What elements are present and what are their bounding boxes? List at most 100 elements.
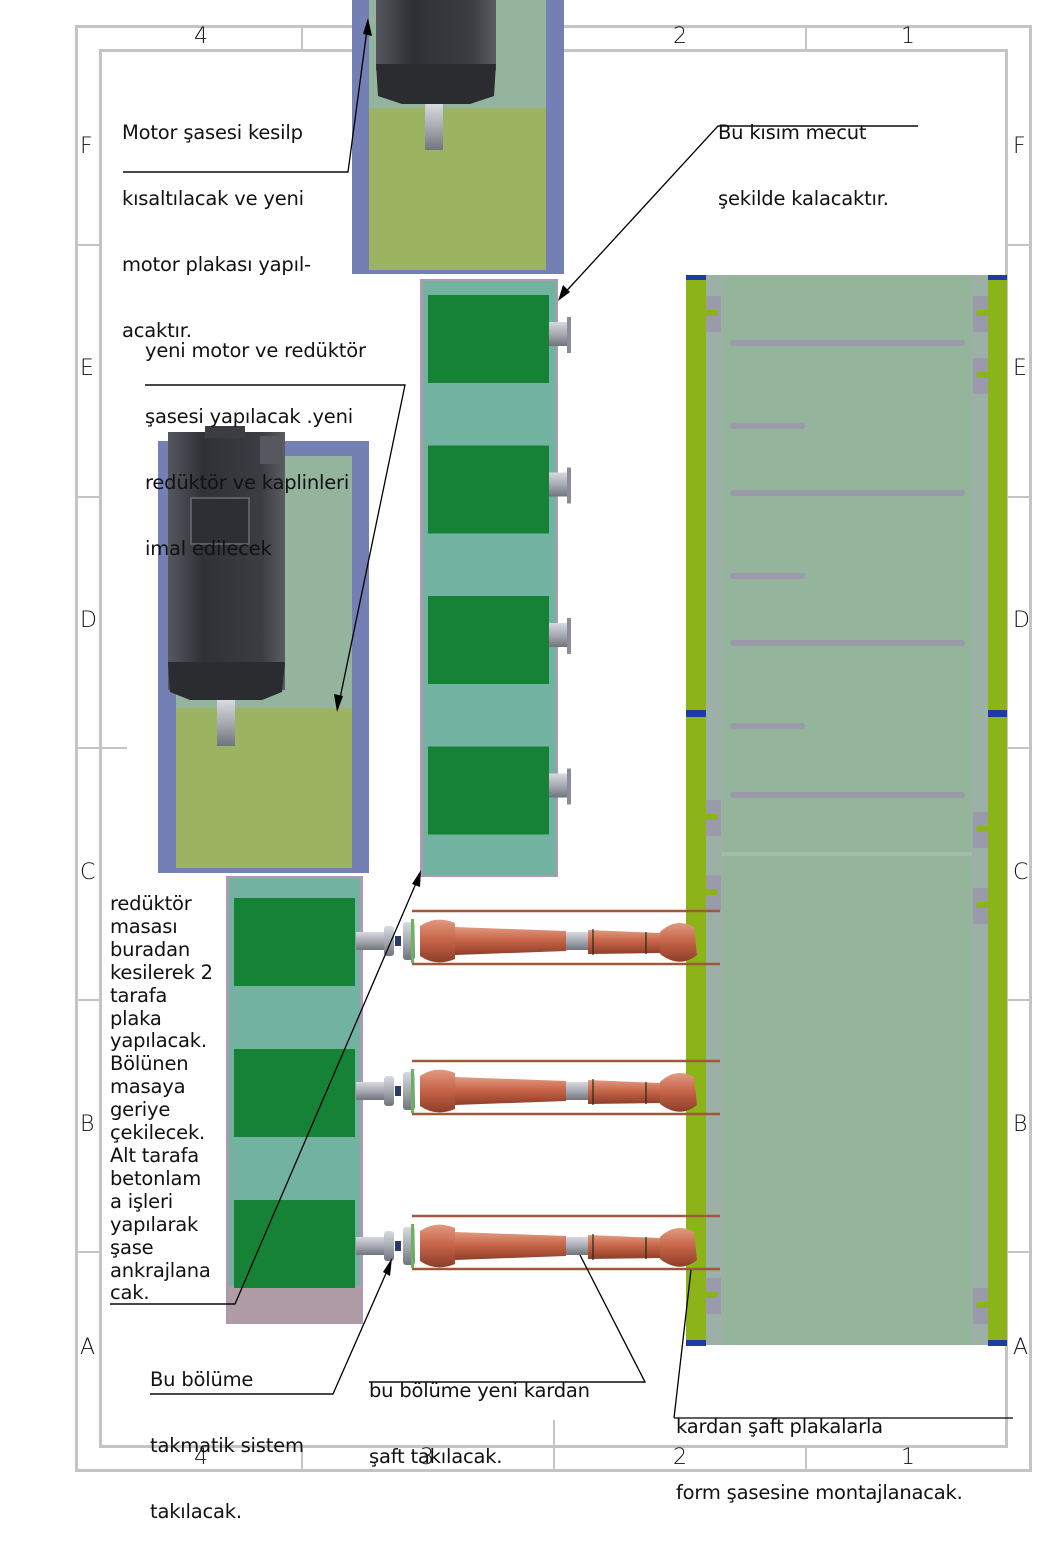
note-underlines xyxy=(110,125,918,1395)
form-frame xyxy=(686,275,1007,1346)
motor-plate xyxy=(369,108,546,270)
note-takmatik: Bu bölüme takmatik sistem takılacak. xyxy=(150,1325,304,1545)
universal-joint xyxy=(420,1224,455,1268)
rail-cap xyxy=(686,1340,706,1346)
note-line: şasesi yapılacak .yeni xyxy=(145,405,353,428)
zone-col-label: 2 xyxy=(673,24,687,49)
clamp-pin xyxy=(704,1292,718,1298)
reducer-output-shaft xyxy=(356,1237,388,1255)
note-line: Bölünen xyxy=(110,1052,189,1076)
arrowhead xyxy=(383,1258,392,1276)
shaft-tube xyxy=(455,1077,566,1105)
output-shaft-stub xyxy=(549,472,569,497)
reducer-block xyxy=(428,445,549,534)
note-line: geriye xyxy=(110,1098,171,1122)
shaft-tube xyxy=(455,927,566,955)
takmatik-ring xyxy=(395,1086,401,1096)
note-line: Alt tarafa xyxy=(110,1143,199,1167)
note-existing-part: Bu kısım mecut şekilde kalacaktır. xyxy=(718,78,889,232)
new-motor-chassis xyxy=(158,426,369,873)
note-line: şekilde kalacaktır. xyxy=(718,187,889,210)
flange-gasket xyxy=(411,919,414,963)
note-line: masaya xyxy=(110,1075,186,1099)
reducer-block xyxy=(428,746,549,835)
output-shaft-stub xyxy=(549,773,569,798)
arrowhead xyxy=(412,870,421,887)
note-line: şaft takılacak. xyxy=(369,1445,503,1468)
lower-reducer-table xyxy=(226,876,363,1324)
takmatik-ring xyxy=(395,936,401,946)
note-line: betonlam xyxy=(110,1166,202,1190)
terminal-box xyxy=(190,497,250,545)
clamp-pin xyxy=(704,814,718,820)
slip-spline xyxy=(566,932,588,950)
arrowhead xyxy=(363,18,372,36)
slip-spline xyxy=(566,1237,588,1255)
output-flange xyxy=(567,317,571,353)
universal-joint xyxy=(660,923,697,962)
note-line: plaka xyxy=(110,1006,162,1030)
reducer-output-shaft xyxy=(356,932,388,950)
note-line: takılacak. xyxy=(150,1500,242,1523)
universal-joint xyxy=(660,1228,697,1267)
zone-col-label: 2 xyxy=(673,1445,687,1470)
zone-row-label: C xyxy=(80,860,96,885)
output-shaft-stub xyxy=(549,322,569,346)
form-slot xyxy=(730,640,965,646)
rail-cap xyxy=(686,710,706,717)
reducer-block xyxy=(234,1049,355,1137)
output-flange xyxy=(567,467,571,504)
motor-flange xyxy=(376,64,496,104)
rail-cap xyxy=(988,1340,1007,1346)
note-line: yapılarak xyxy=(110,1212,199,1236)
zone-row-label: B xyxy=(1013,1112,1028,1137)
reducer-block xyxy=(428,596,549,684)
form-frame-edge xyxy=(972,275,988,1345)
note-new-cardan: bu bölüme yeni kardan şaft takılacak. xyxy=(369,1336,590,1490)
reducer-output-shaft xyxy=(356,1082,388,1100)
motor-fan-cap xyxy=(205,426,245,438)
takmatik-hub xyxy=(384,1076,394,1106)
note-cardan-mount: kardan şaft plakalarla form şasesine mon… xyxy=(676,1372,963,1526)
form-slot xyxy=(730,792,965,798)
shaft-tube xyxy=(588,1235,660,1259)
clamp-pin xyxy=(976,310,990,316)
note-line: masası xyxy=(110,914,178,938)
rail-cap xyxy=(988,275,1007,280)
note-new-motor-reducer: yeni motor ve redüktör şasesi yapılacak … xyxy=(145,296,366,582)
clamp-pin xyxy=(976,826,990,832)
cardan-shaft-assembly xyxy=(356,909,720,966)
motor-body xyxy=(376,0,496,70)
clamp-pin xyxy=(976,1302,990,1308)
note-line: Motor şasesi kesilp xyxy=(122,121,303,144)
shaft-tube xyxy=(455,1232,566,1260)
motor-shaft xyxy=(425,104,443,150)
reducer-block xyxy=(428,295,549,383)
note-line: kısaltılacak ve yeni xyxy=(122,187,304,210)
takmatik-ring xyxy=(395,1241,401,1251)
note-line: yeni motor ve redüktör xyxy=(145,339,366,362)
note-line: redüktör xyxy=(110,892,192,915)
motor-plate xyxy=(176,708,352,868)
flange-gasket xyxy=(411,1069,414,1113)
universal-joint xyxy=(420,1069,455,1113)
form-slot xyxy=(730,490,965,496)
form-slot xyxy=(730,573,805,579)
zone-col-label: 1 xyxy=(901,24,915,49)
note-line: acaktır. xyxy=(122,319,192,342)
clamp-pin xyxy=(704,889,718,895)
note-line: redüktör ve kaplinleri xyxy=(145,471,350,494)
universal-joint xyxy=(420,919,455,963)
cardan-shaft-assembly xyxy=(356,1214,720,1271)
motor-shaft xyxy=(217,700,235,746)
form-rail-right xyxy=(988,275,1007,1345)
cut-zone xyxy=(229,1286,360,1324)
assembly-drawing xyxy=(110,0,1013,1419)
takmatik-hub xyxy=(384,926,394,956)
note-line: tarafa xyxy=(110,983,168,1007)
clamp-pin xyxy=(976,902,990,908)
universal-joint xyxy=(660,1073,697,1112)
motor-lug xyxy=(260,436,282,464)
output-flange xyxy=(567,618,571,654)
form-slot xyxy=(730,723,805,729)
